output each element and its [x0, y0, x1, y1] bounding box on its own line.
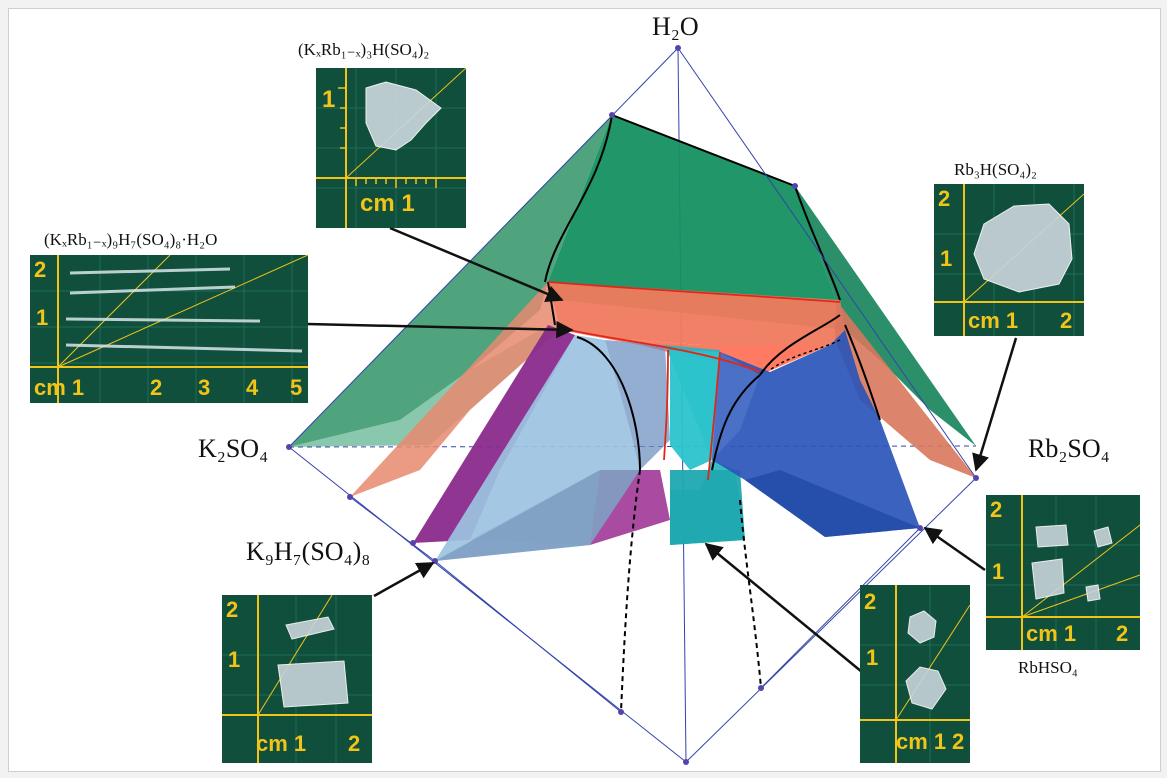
ruler-label: 3 [198, 375, 211, 400]
ruler-label: 1 [940, 246, 953, 271]
vertex-points [286, 45, 979, 765]
crystals [65, 267, 303, 353]
crystal-photo-mixed-3-1-2: 1 cm 1 [316, 68, 466, 228]
crystal-photo-k9h7so48: 2 1 cm 1 2 [222, 595, 372, 763]
ruler-grid [860, 585, 970, 763]
cyan-surface [665, 345, 745, 545]
ruler-grid [986, 495, 1140, 650]
ruler-label: 2 [348, 731, 361, 756]
ruler-label: cm 1 [1026, 621, 1077, 646]
lightblue-surface [435, 335, 670, 561]
blue-surface [712, 330, 920, 537]
crystals [905, 610, 947, 710]
ruler-label: cm 1 [360, 190, 415, 217]
ruler-label: cm 1 [896, 729, 947, 754]
ruler-label: 2 [34, 257, 47, 282]
crystal-photo-rb3hso42: 2 1 cm 1 2 [934, 184, 1084, 336]
ruler-label: 4 [246, 375, 259, 400]
vertex-label-k9h7so48: K₉H₇(SO₄)₈ [246, 537, 371, 566]
ruler-label: 1 [992, 559, 1005, 584]
crystals [1031, 524, 1113, 602]
ruler-label: 2 [226, 597, 239, 622]
ruler-label: 2 [1116, 621, 1129, 646]
ruler-label: 1 [322, 86, 336, 113]
ruler-grid [30, 255, 308, 403]
crystal-photo-hexagonal: 2 1 cm 1 2 [860, 585, 970, 763]
boundary-curves [544, 114, 881, 713]
ruler-label: 1 [36, 305, 49, 330]
ruler-label: 2 [938, 186, 951, 211]
ruler-label: 2 [150, 375, 163, 400]
crystal [973, 203, 1073, 293]
ruler-grid [934, 184, 1084, 336]
vertex-label-rb2so4: Rb₂SO₄ [1028, 434, 1110, 463]
ruler-label: 1 [866, 645, 879, 670]
vertex-label-k2so4: K₂SO₄ [198, 434, 269, 463]
photo-label-rb3hso42: Rb₃H(SO₄)₂ [954, 160, 1037, 179]
ruler-grid [316, 68, 466, 228]
photo-label-mixed-3-1-2: (KₓRb₁₋ₓ)₃H(SO₄)₂ [298, 40, 430, 59]
photo-label-rbhso4: RbHSO₄ [1018, 658, 1078, 677]
ruler-label: 2 [1060, 308, 1073, 333]
crystal [365, 81, 442, 151]
crystal-photo-rbhso4: 2 1 cm 1 2 [986, 495, 1140, 650]
pointer-arrows [306, 226, 1018, 673]
crystal-photo-mixed-hydrate: 2 1 cm 1 2 3 4 5 [30, 255, 308, 403]
crystals [277, 616, 349, 708]
ruler-label: cm 1 [34, 375, 85, 400]
ruler-label: 2 [952, 729, 965, 754]
vertex-label-h2o: H₂O [652, 12, 699, 41]
ruler-label: cm 1 [256, 731, 307, 756]
ruler-label: 1 [228, 647, 241, 672]
ruler-grid [222, 595, 372, 763]
ruler-label: 5 [290, 375, 303, 400]
red-interface-lines [547, 281, 841, 481]
photo-label-mixed-hydrate: (KₓRb₁₋ₓ)₉H₇(SO₄)₈·H₂O [44, 230, 218, 249]
ruler-label: 2 [990, 497, 1003, 522]
ruler-label: cm 1 [968, 308, 1019, 333]
ruler-label: 2 [864, 589, 877, 614]
